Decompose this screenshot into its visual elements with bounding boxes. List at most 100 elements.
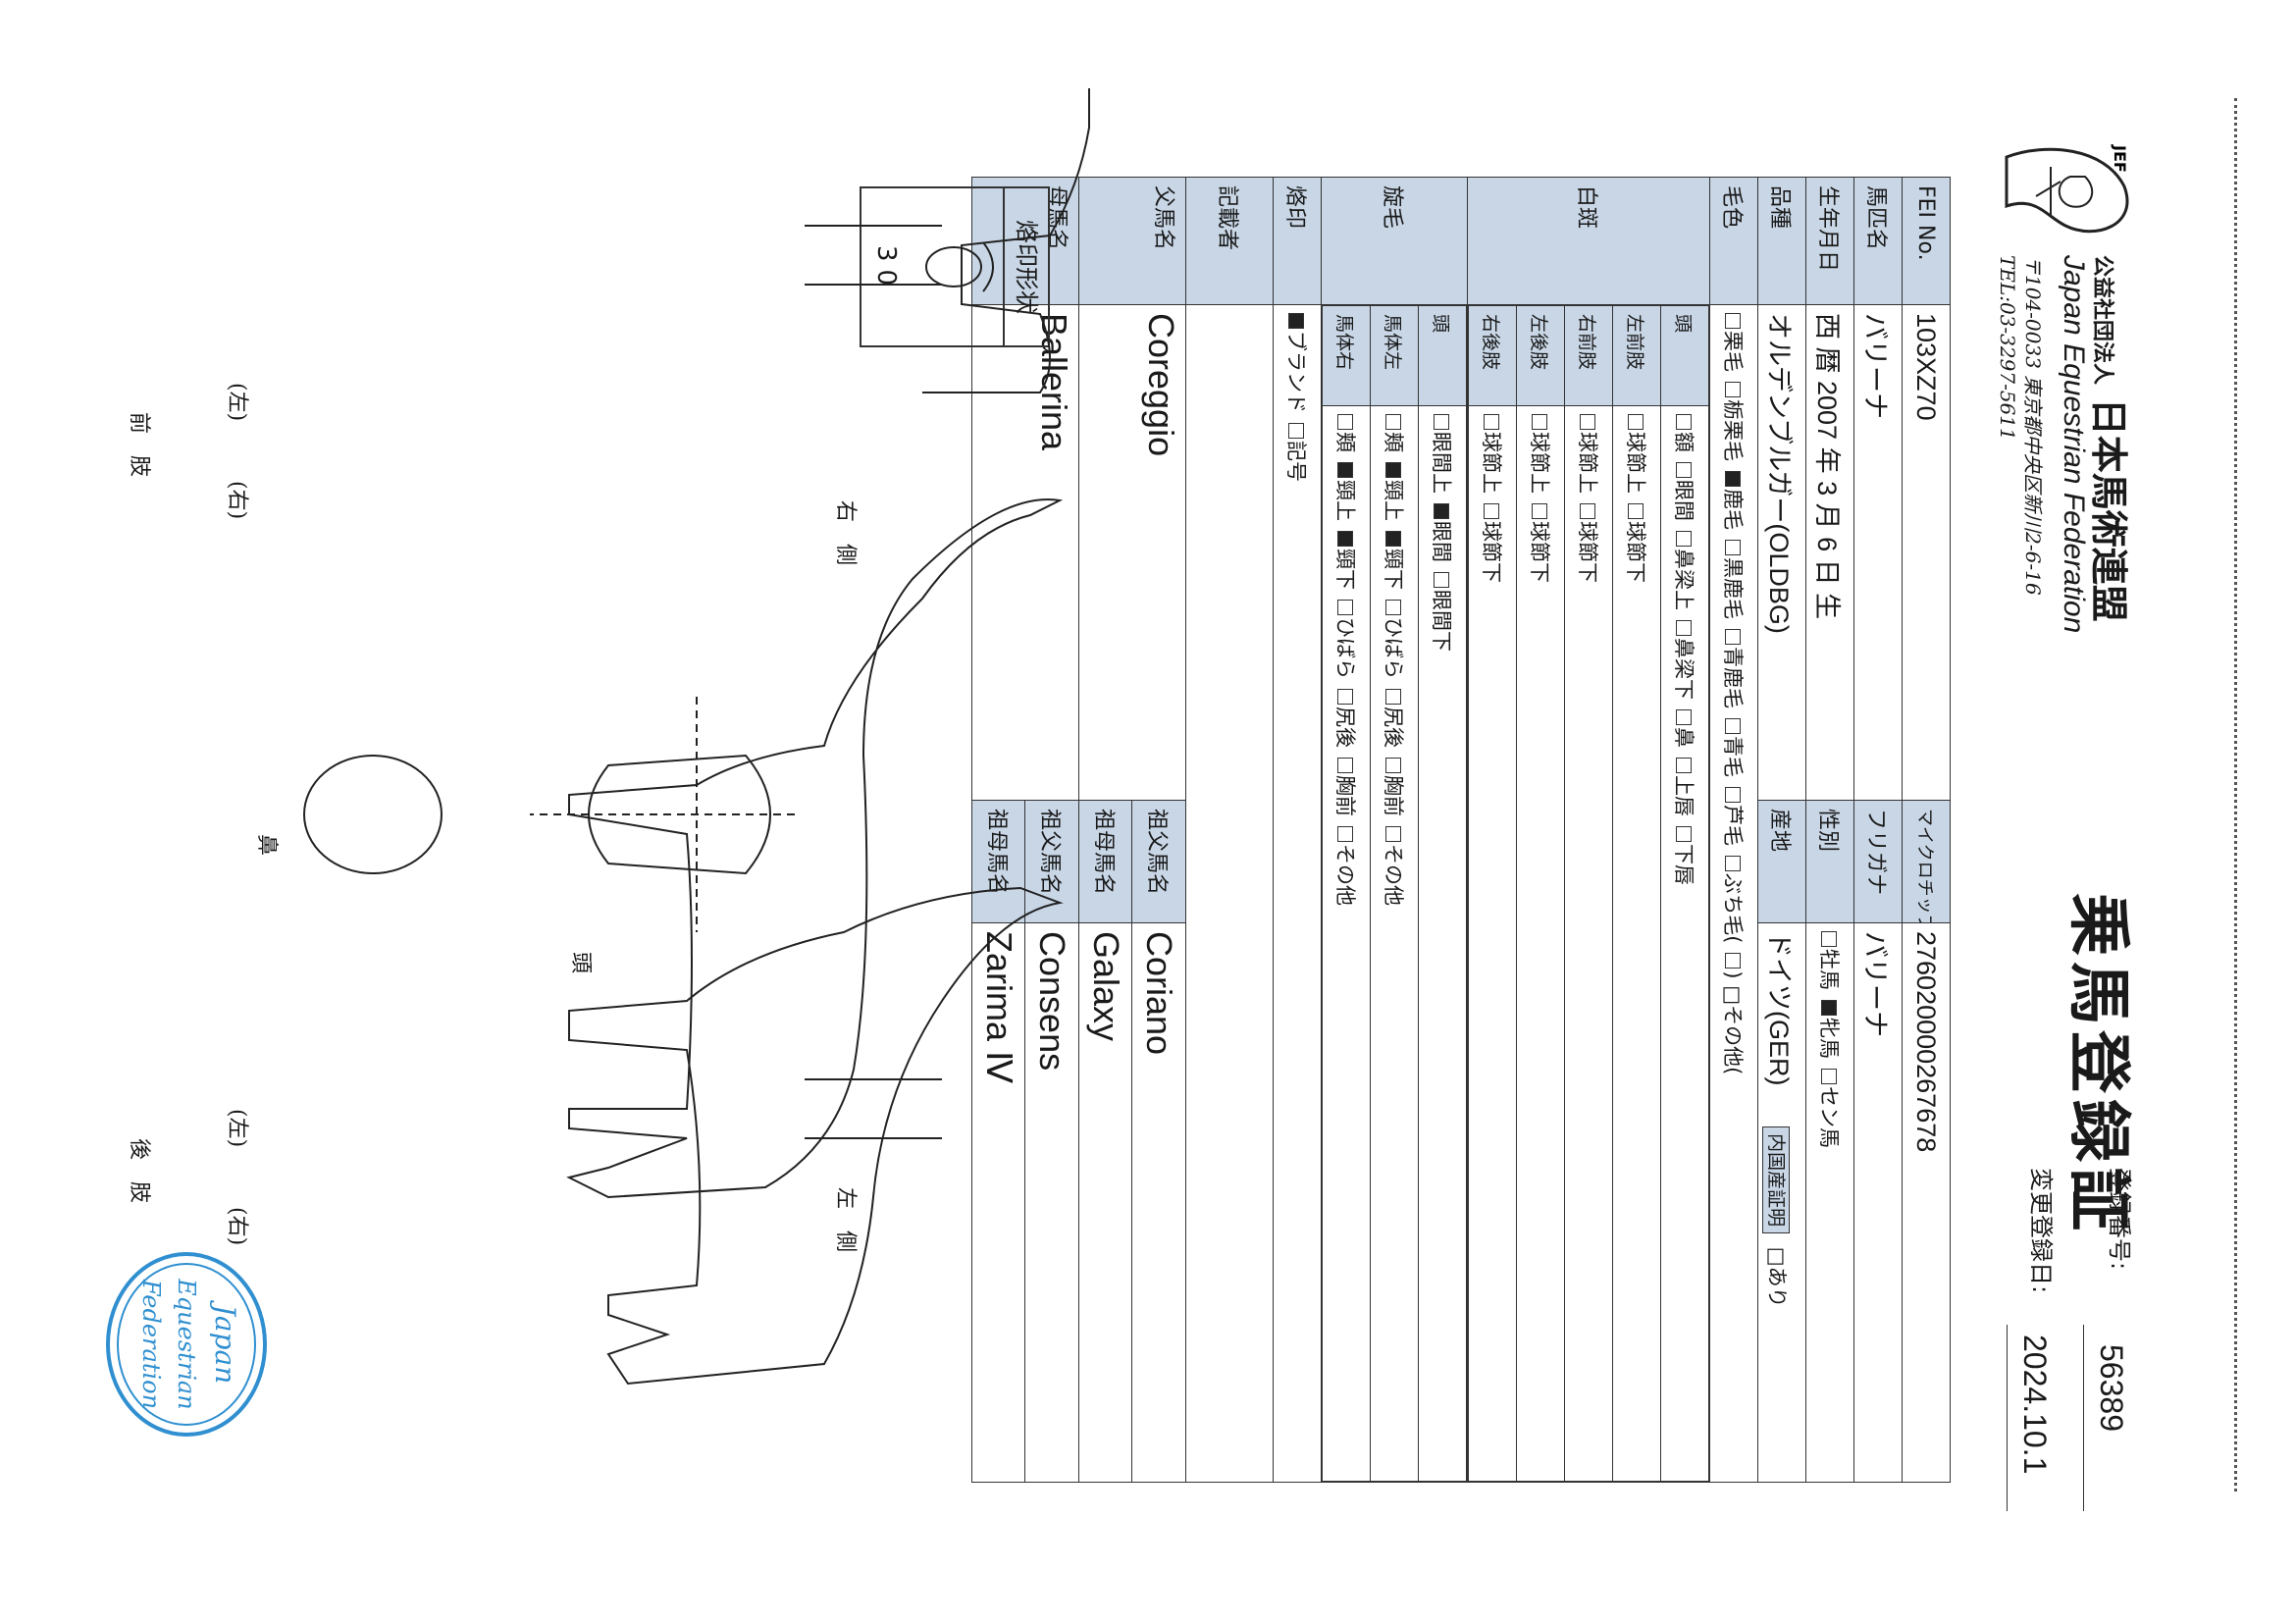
label-coat: 毛色 [1709, 177, 1758, 305]
coat-option: 栗毛 [1721, 313, 1745, 372]
white-option: 鼻梁下 [1672, 620, 1696, 700]
whorl-option-box-icon [1385, 689, 1401, 705]
whorl-option: 頬 [1382, 414, 1405, 452]
whorl-option-label: ひばら [1333, 617, 1357, 679]
sub-row: 左後肢球節上球節下 [1516, 305, 1565, 1482]
label-hind-left: (左) [225, 1109, 249, 1148]
label-origin: 産地 [1757, 800, 1806, 923]
label-hind-right: (右) [225, 1207, 249, 1246]
row-whorl: 旋毛 頭眼間上眼間眼間下馬体左頬頸上頸下ひばら尻後胸前その他馬体右頬頸上頸下ひば… [1321, 177, 1468, 1483]
sub-row-options: 球節上球節下 [1564, 405, 1613, 1482]
row-recorder: 記載者 [1185, 177, 1274, 1483]
white-option-box-icon [1676, 826, 1692, 842]
sub-row-part: 頭 [1660, 305, 1709, 406]
white-option-label: 鼻 [1672, 727, 1696, 748]
coat-option-box-icon [1725, 856, 1741, 871]
whorl-option-label: 尻後 [1382, 707, 1405, 748]
brand-shape-icon [925, 241, 994, 292]
sub-row: 頭額眼間鼻梁上鼻梁下鼻上唇下唇 [1660, 305, 1709, 1482]
sex-option-box-icon [1821, 1000, 1837, 1016]
domestic-option: □あり [1765, 1246, 1790, 1308]
whorl-option-box-icon [1385, 758, 1401, 773]
whorl-option-box-icon [1337, 531, 1353, 547]
sub-row: 馬体左頬頸上頸下ひばら尻後胸前その他 [1370, 305, 1419, 1482]
label-brand: 烙印 [1273, 177, 1322, 305]
sex-option-box-icon [1821, 1069, 1837, 1084]
label-furigana: フリガナ [1853, 800, 1903, 923]
sex-option-label: 牡馬 [1817, 949, 1841, 990]
label-name: 馬匹名 [1853, 177, 1903, 305]
whorl-option-label: 胸前 [1333, 775, 1357, 816]
value-furigana: バリーナ [1853, 922, 1903, 1483]
row-birth: 生年月日 西 暦 2007 年 3 月 6 日 生 性別 牡馬牝馬セン馬 [1805, 177, 1854, 1483]
label-birth: 生年月日 [1805, 177, 1854, 305]
whorl-option-label: 頸下 [1333, 549, 1357, 590]
value-name: バリーナ [1853, 304, 1903, 801]
brand-shape-box: 烙印形状 30 [860, 186, 1050, 347]
coat-option-label: ) □その他( [1721, 970, 1745, 1075]
white-option-box-icon [1484, 414, 1499, 430]
white-option: 球節下 [1480, 503, 1503, 583]
white-option-box-icon [1484, 503, 1499, 519]
coat-option-label: 栃栗毛 [1721, 399, 1745, 461]
white-option: 鼻 [1672, 709, 1696, 748]
whorl-option: 胸前 [1333, 758, 1357, 816]
value-recorder [1185, 304, 1274, 1483]
whorl-option: 胸前 [1382, 758, 1405, 816]
white-option-label: 眼間 [1672, 480, 1696, 521]
label-muzzle: 鼻 [254, 834, 279, 857]
horse-top-view [922, 88, 1090, 393]
white-option: 球節下 [1528, 503, 1551, 583]
coat-option-box-icon [1725, 540, 1741, 555]
label-fei: FEI No. [1902, 177, 1951, 305]
whorl-option-label: 頬 [1382, 432, 1405, 452]
whorl-option: ひばら [1333, 600, 1357, 679]
brand-option-label: ブランド [1284, 331, 1308, 413]
whorl-option: その他 [1382, 826, 1405, 906]
coat-option-label: 栗毛 [1721, 331, 1745, 372]
hind-legs-icon [805, 1078, 942, 1139]
whorl-option-label: 眼間上 [1430, 432, 1453, 494]
whorl-option-label: ひばら [1382, 617, 1405, 679]
white-option-label: 球節上 [1480, 432, 1503, 494]
domestic-label: 内国産証明 [1762, 1126, 1791, 1234]
row-breed: 品種 オルデンブルガー(OLDBG) 産地 ドイツ(GER) 内国産証明 □あり [1757, 177, 1806, 1483]
sub-row-options: 球節上球節下 [1612, 405, 1661, 1482]
sex-option-label: 牝馬 [1817, 1018, 1841, 1059]
white-option: 鼻梁上 [1672, 531, 1696, 610]
fore-legs-icon [805, 225, 942, 286]
row-sire-1: 父馬名 Coreggio 祖父馬名 Coriano [1078, 177, 1186, 1483]
coat-option-label: ぶち毛( [1721, 873, 1745, 944]
whorl-option-box-icon [1337, 758, 1353, 773]
whorl-option-box-icon [1385, 462, 1401, 478]
horse-right-side [566, 498, 1064, 1199]
label-head: 頭 [568, 952, 593, 974]
white-option-box-icon [1580, 414, 1595, 430]
coat-option: 芦毛 [1721, 787, 1745, 846]
white-option: 額 [1672, 414, 1696, 452]
white-option: 球節下 [1624, 503, 1647, 583]
coat-option: 青鹿毛 [1721, 629, 1745, 708]
whorl-option: ひばら [1382, 600, 1405, 679]
label-sex: 性別 [1805, 800, 1854, 923]
sub-row-part: 右前肢 [1564, 305, 1613, 406]
label-hind-legs: 後 肢 [127, 1138, 151, 1204]
coat-option: ) □その他( [1721, 953, 1745, 1074]
coat-option-box-icon [1725, 629, 1741, 645]
row-fei: FEI No. 103XZ70 マイクロチップNo. 2760200002676… [1902, 177, 1951, 1483]
white-option-label: 球節上 [1624, 432, 1647, 494]
coat-option-label: 青毛 [1721, 736, 1745, 777]
coat-option-label: 芦毛 [1721, 805, 1745, 846]
reg-no-value: 56389 [2094, 1344, 2129, 1432]
white-option: 下唇 [1672, 826, 1696, 885]
brand-option-box-icon [1288, 423, 1304, 439]
white-option: 球節上 [1624, 414, 1647, 494]
org-name-en: Japan Equestrian Federation [2058, 255, 2090, 634]
whorl-option-label: 頸下 [1382, 549, 1405, 590]
coat-option-box-icon [1725, 718, 1741, 734]
sub-row-options: 頬頸上頸下ひばら尻後胸前その他 [1322, 405, 1371, 1482]
whorl-option-label: 眼間下 [1430, 590, 1453, 652]
coat-option-box-icon [1725, 382, 1741, 397]
white-option-label: 球節下 [1480, 521, 1503, 583]
sub-row-part: 右後肢 [1468, 305, 1517, 406]
